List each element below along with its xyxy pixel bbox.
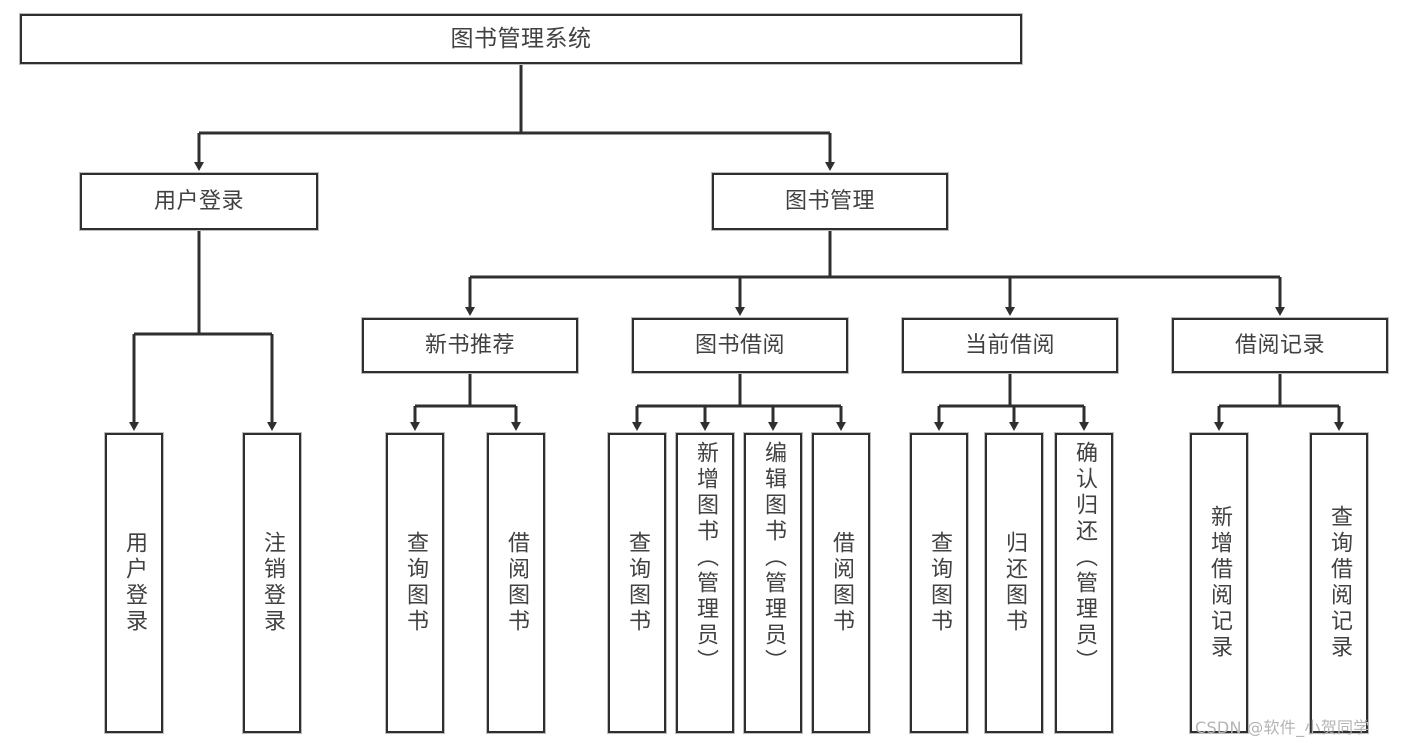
node-leaf-query-book-3-label: 查询图书	[927, 531, 952, 635]
node-leaf-query-book-2[interactable]: 查询图书	[608, 433, 666, 733]
node-user-login-label: 用户登录	[153, 188, 244, 214]
node-leaf-query-record-label: 查询借阅记录	[1327, 505, 1352, 661]
node-leaf-query-book-3[interactable]: 查询图书	[910, 433, 968, 733]
node-leaf-query-book-2-label: 查询图书	[625, 531, 650, 635]
node-book-manage-label: 图书管理	[784, 188, 875, 214]
node-leaf-add-book-label: 新增图书（管理员）	[693, 441, 718, 675]
node-leaf-borrow-book-2-label: 借阅图书	[829, 531, 854, 635]
node-leaf-borrow-book-1[interactable]: 借阅图书	[487, 433, 545, 733]
node-borrow-record[interactable]: 借阅记录	[1172, 318, 1388, 373]
node-new-book-rec-label: 新书推荐	[424, 332, 515, 358]
csdn-watermark: CSDN @软件_小贺同学	[1195, 718, 1370, 737]
node-leaf-edit-book[interactable]: 编辑图书（管理员）	[744, 433, 802, 733]
node-new-book-rec[interactable]: 新书推荐	[362, 318, 578, 373]
node-leaf-confirm-return[interactable]: 确认归还（管理员）	[1055, 433, 1113, 733]
node-leaf-user-login[interactable]: 用户登录	[105, 433, 163, 733]
node-book-borrow-label: 图书借阅	[694, 332, 785, 358]
node-root-label: 图书管理系统	[450, 25, 592, 52]
node-leaf-query-book-1-label: 查询图书	[403, 531, 428, 635]
node-leaf-edit-book-label: 编辑图书（管理员）	[761, 441, 786, 675]
node-leaf-user-login-label: 用户登录	[122, 531, 147, 635]
node-current-borrow[interactable]: 当前借阅	[902, 318, 1118, 373]
node-user-login[interactable]: 用户登录	[80, 173, 318, 230]
node-root[interactable]: 图书管理系统	[20, 14, 1022, 64]
node-leaf-logout-label: 注销登录	[260, 531, 285, 635]
node-leaf-add-book[interactable]: 新增图书（管理员）	[676, 433, 734, 733]
node-leaf-add-record[interactable]: 新增借阅记录	[1190, 433, 1248, 733]
node-leaf-borrow-book-1-label: 借阅图书	[504, 531, 529, 635]
node-leaf-add-record-label: 新增借阅记录	[1207, 505, 1232, 661]
node-leaf-confirm-return-label: 确认归还（管理员）	[1072, 441, 1097, 675]
node-leaf-borrow-book-2[interactable]: 借阅图书	[812, 433, 870, 733]
node-book-manage[interactable]: 图书管理	[712, 173, 948, 230]
node-current-borrow-label: 当前借阅	[964, 332, 1055, 358]
node-leaf-logout[interactable]: 注销登录	[243, 433, 301, 733]
node-leaf-return-book-label: 归还图书	[1002, 531, 1027, 635]
node-borrow-record-label: 借阅记录	[1234, 332, 1325, 358]
node-leaf-query-record[interactable]: 查询借阅记录	[1310, 433, 1368, 733]
node-leaf-return-book[interactable]: 归还图书	[985, 433, 1043, 733]
node-book-borrow[interactable]: 图书借阅	[632, 318, 848, 373]
node-leaf-query-book-1[interactable]: 查询图书	[386, 433, 444, 733]
